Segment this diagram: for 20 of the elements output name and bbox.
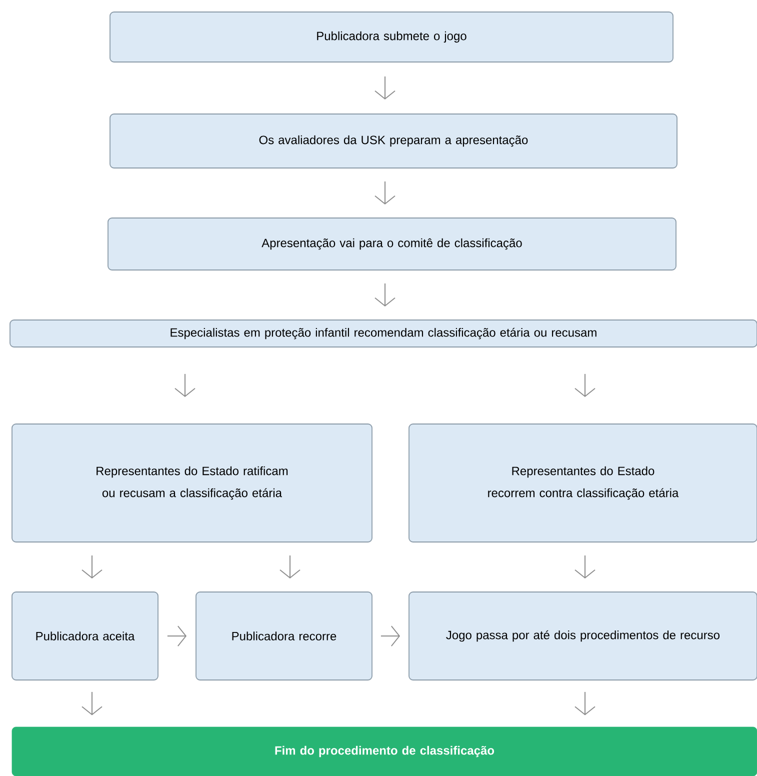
arrow [82, 691, 102, 716]
arrow [280, 554, 300, 579]
process-box: Jogo passa por até dois procedimentos de recurso [408, 592, 757, 680]
process-box: Os avaliadores da USK preparam a apresentação [110, 114, 678, 168]
process-box: Apresentação vai para o comitê de classificação [108, 218, 676, 270]
arrow [82, 554, 102, 579]
arrow [374, 76, 396, 100]
arrow [174, 373, 196, 398]
process-box: Especialistas em proteção infantil recomendam classificação etária ou recusam [10, 320, 757, 348]
process-box: Representantes do Estado recorrem contra classificação etária [408, 424, 757, 542]
end-box: Fim do procedimento de classificação [12, 726, 757, 776]
process-box: Publicadora submete o jogo [110, 12, 674, 62]
arrow [574, 691, 596, 716]
arrow [574, 373, 596, 398]
arrow [374, 180, 396, 205]
process-box: Publicadora recorre [196, 592, 372, 680]
process-box: Publicadora aceita [12, 592, 158, 680]
arrow [574, 554, 596, 579]
process-box: Representantes do Estado ratificam ou recusam a classificação etária [12, 424, 372, 542]
arrow [374, 282, 396, 307]
